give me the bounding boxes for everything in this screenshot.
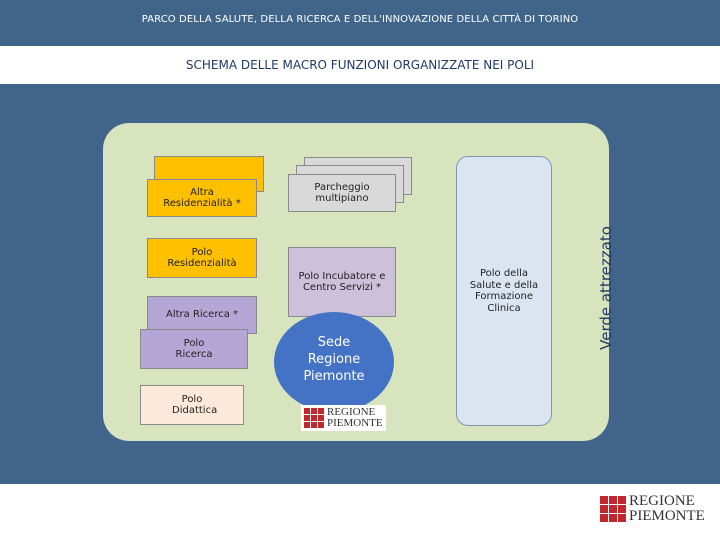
sede-regione-label: Sede Regione Piemonte	[303, 335, 365, 384]
sede-regione-logo: REGIONE PIEMONTE	[301, 405, 386, 431]
altra-ricerca-label: Altra Ricerca *	[165, 309, 239, 321]
polo-salute-label: Polo della Salute e della Formazione Cli…	[469, 268, 539, 314]
altra-residenzialita-block: Altra Residenzialità *	[147, 179, 257, 217]
footer-logo-line2: PIEMONTE	[629, 508, 705, 524]
footer: REGIONE PIEMONTE	[0, 484, 720, 540]
diagram-panel: Altra Residenzialità * Polo Residenziali…	[103, 123, 615, 441]
verde-attrezzato-label: Verde attrezzato	[597, 226, 615, 350]
polo-didattica-label: Polo Didattica	[172, 393, 218, 417]
header-subtitle: PARCO DELLA SALUTE, DELLA RICERCA E DELL…	[141, 14, 579, 25]
altra-residenzialita-label: Altra Residenzialità *	[163, 186, 241, 210]
footer-logo: REGIONE PIEMONTE	[600, 494, 705, 524]
verde-attrezzato-label-wrap: Verde attrezzato	[591, 168, 621, 408]
polo-salute-block: Polo della Salute e della Formazione Cli…	[456, 156, 552, 426]
sede-regione-circle: Sede Regione Piemonte	[274, 312, 394, 412]
footer-logo-line1: REGIONE	[629, 493, 695, 509]
polo-incubatore-label: Polo Incubatore e Centro Servizi *	[298, 270, 386, 294]
polo-ricerca-block: Polo Ricerca	[140, 329, 248, 369]
polo-residenzialita-block: Polo Residenzialità	[147, 238, 257, 278]
regione-piemonte-footer-emblem-icon	[600, 496, 626, 522]
title-bar: SCHEMA DELLE MACRO FUNZIONI ORGANIZZATE …	[0, 46, 720, 84]
polo-didattica-block: Polo Didattica	[140, 385, 244, 425]
polo-residenzialita-label: Polo Residenzialità	[167, 246, 237, 270]
parcheggio-block: Parcheggio multipiano	[288, 174, 396, 212]
parcheggio-label: Parcheggio multipiano	[314, 181, 370, 205]
diagram-area: Altra Residenzialità * Polo Residenziali…	[0, 84, 720, 484]
header-band: PARCO DELLA SALUTE, DELLA RICERCA E DELL…	[0, 0, 720, 46]
altra-ricerca-block: Altra Ricerca *	[147, 296, 257, 334]
page-title: SCHEMA DELLE MACRO FUNZIONI ORGANIZZATE …	[185, 58, 535, 72]
logo-line2: PIEMONTE	[327, 417, 383, 429]
regione-piemonte-emblem-icon	[304, 408, 324, 428]
polo-incubatore-block: Polo Incubatore e Centro Servizi *	[288, 247, 396, 317]
polo-ricerca-label: Polo Ricerca	[175, 337, 213, 361]
logo-line1: REGIONE	[327, 406, 376, 418]
